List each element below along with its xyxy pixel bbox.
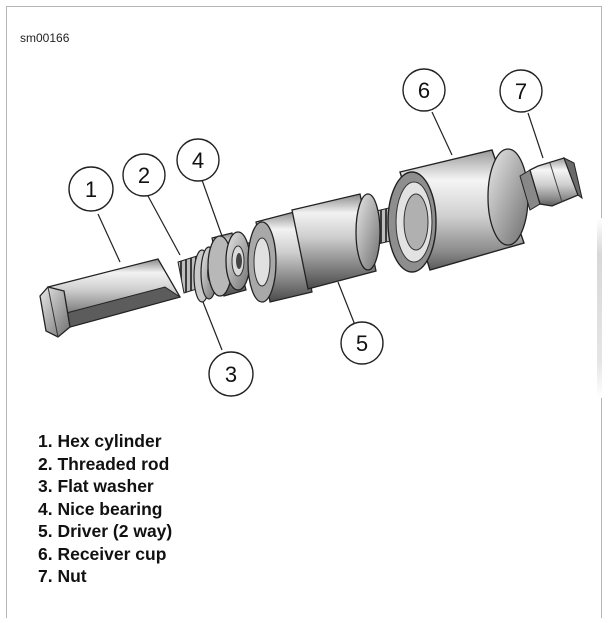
callout-6: 6 [402,68,446,112]
callout-6-label: 6 [418,78,430,103]
callout-1-label: 1 [85,177,97,202]
hex-cylinder [39,258,182,338]
legend-item: 4. Nice bearing [38,498,163,519]
callout-3: 3 [208,351,254,397]
callout-2-label: 2 [138,163,150,188]
receiver-cup [387,148,529,273]
callout-1: 1 [68,166,114,212]
legend-item: 2. Threaded rod [38,453,170,474]
legend-item: 3. Flat washer [38,476,154,496]
nice-bearing [207,231,251,297]
driver-2-way [247,193,381,303]
callout-4-label: 4 [192,148,204,173]
scan-edge-mark [597,218,602,398]
callout-2: 2 [122,153,166,197]
figure-id: sm00166 [20,31,70,45]
callout-7-label: 7 [515,79,527,104]
callout-5-label: 5 [356,331,368,356]
callout-5: 5 [340,321,384,365]
legend-item: 1. Hex cylinder [38,431,162,451]
callout-3-label: 3 [225,362,237,387]
parts-legend: 1. Hex cylinder 2. Threaded rod 3. Flat … [38,430,172,588]
callout-7: 7 [499,69,543,113]
legend-item: 5. Driver (2 way) [38,521,173,541]
legend-item: 7. Nut [38,566,87,586]
callout-4: 4 [176,138,220,182]
legend-item: 6. Receiver cup [38,543,167,564]
leader-lines [97,111,544,351]
nut [519,156,583,211]
